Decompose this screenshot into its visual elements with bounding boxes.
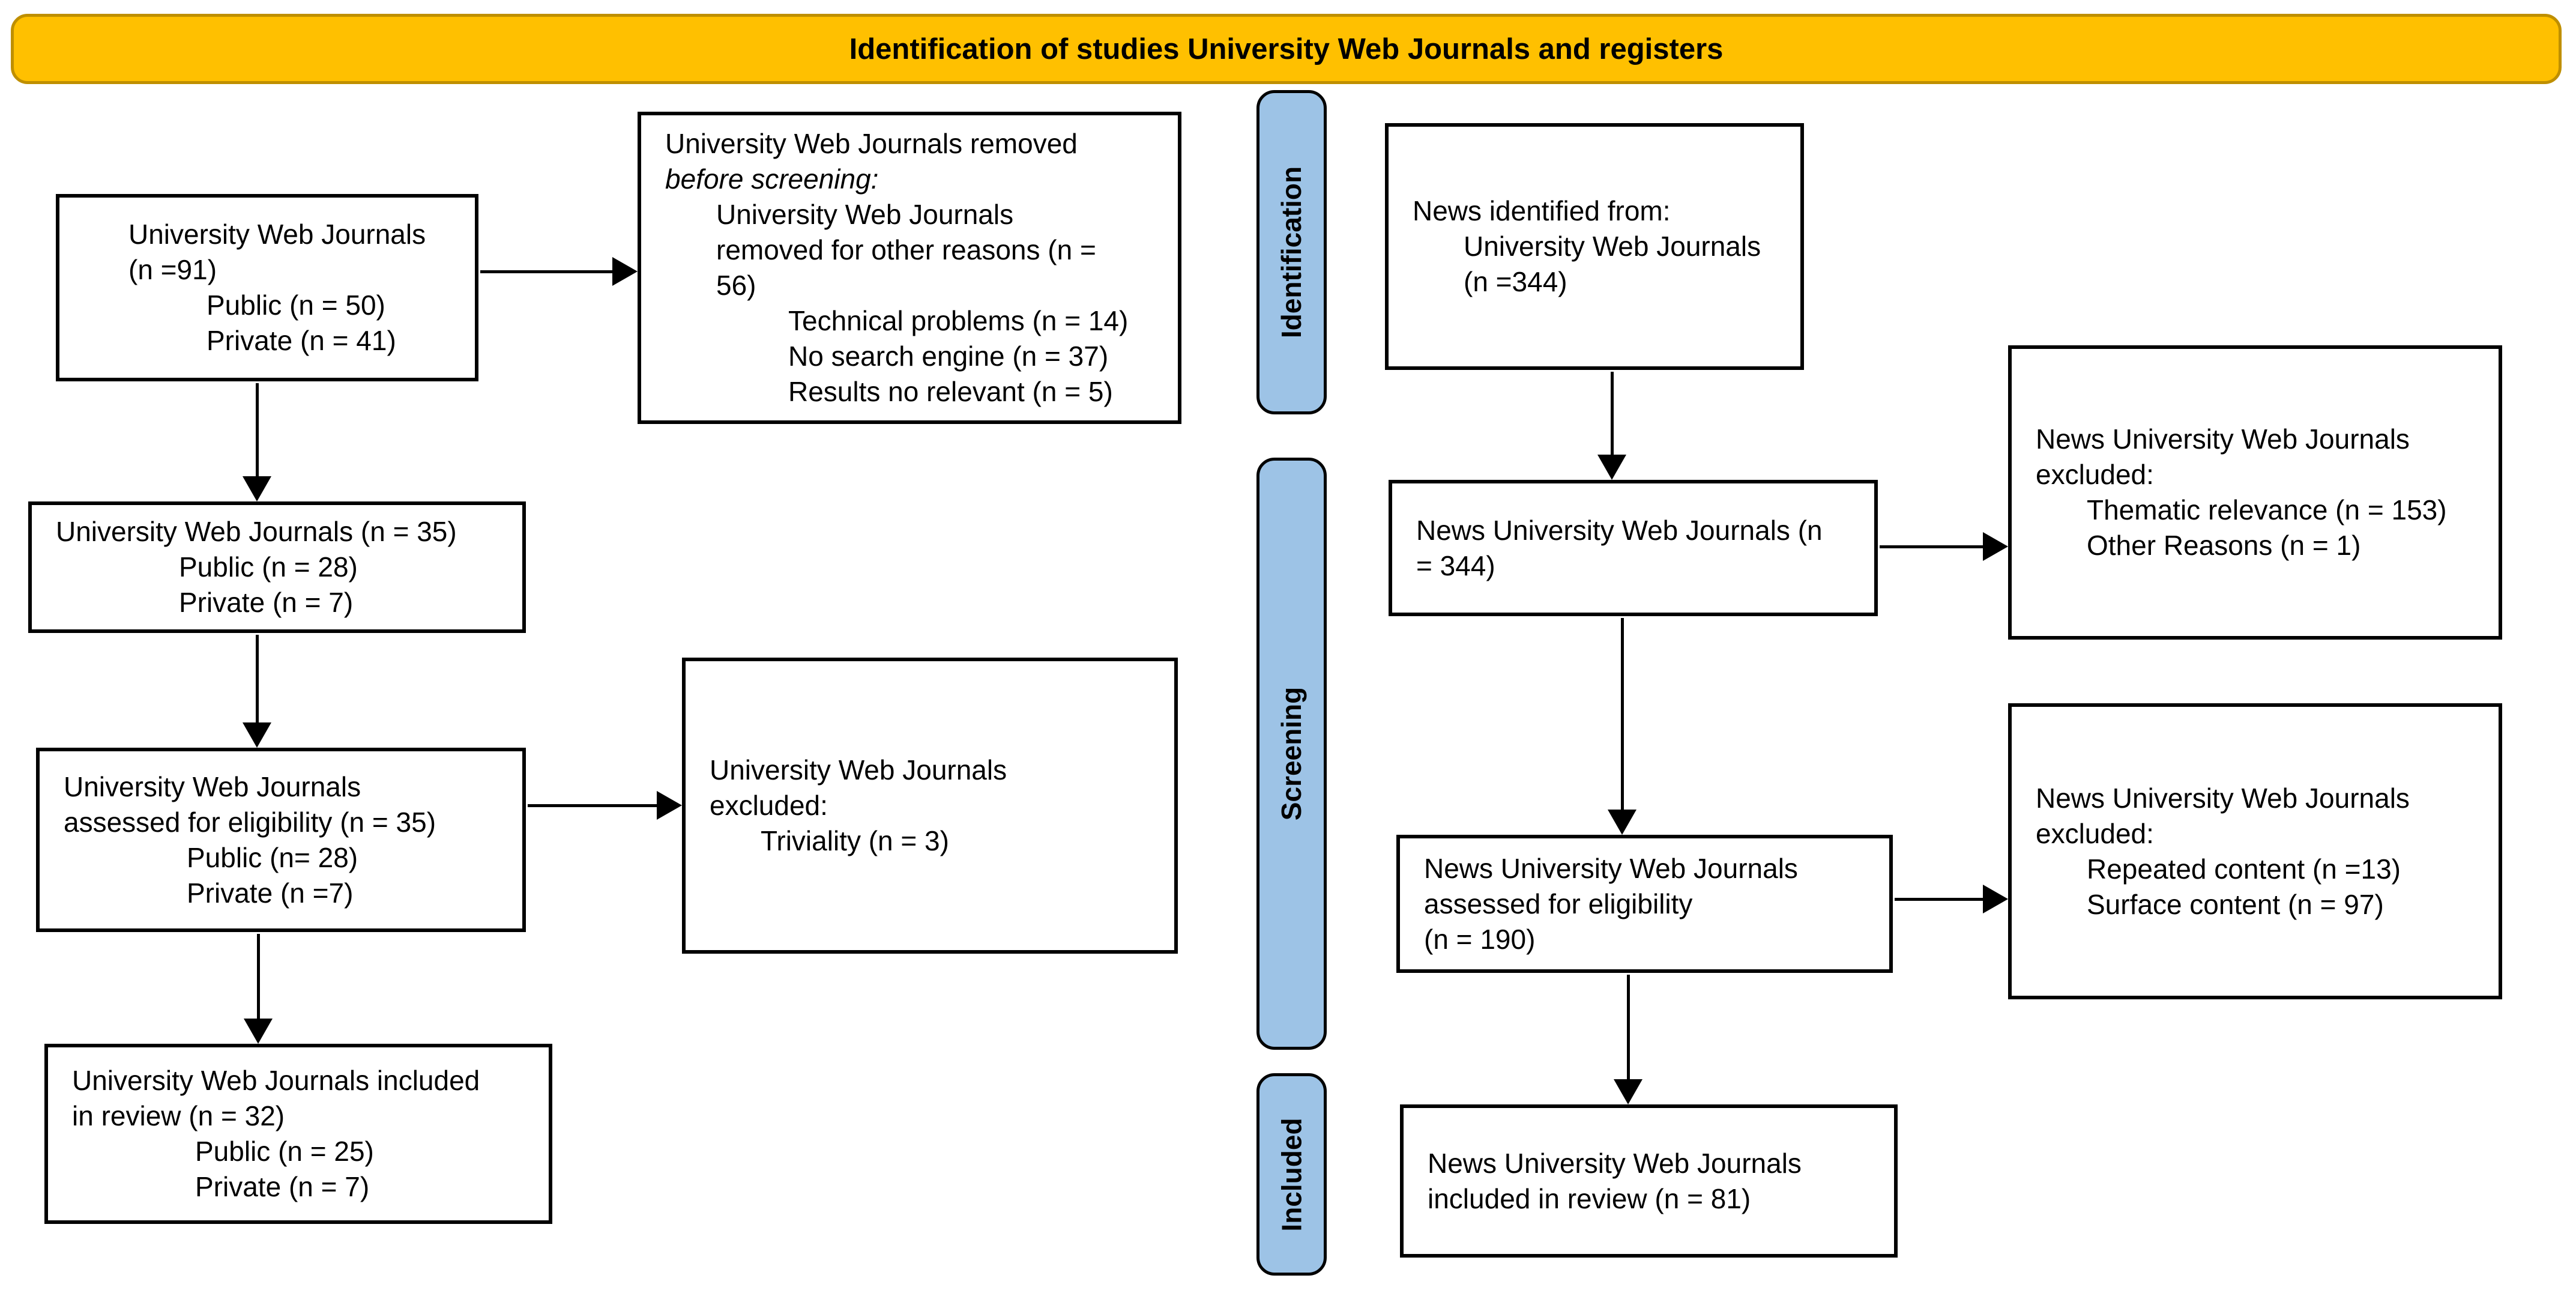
text-line: News University Web Journals (n (1416, 514, 1823, 546)
text-line: before screening: (665, 163, 879, 195)
text-line: Public (n = 25) (195, 1136, 374, 1167)
text-line: (n = 190) (1424, 923, 1536, 955)
text-line: Thematic relevance (n = 153) (2087, 494, 2447, 525)
arrow-assessed-to-included (244, 934, 273, 1044)
text-line: Surface content (n = 97) (2087, 888, 2384, 920)
text-line: University Web Journals (n = 35) (56, 516, 457, 547)
text-line: Private (n =7) (187, 877, 354, 909)
stage-identification-label: Identification (1276, 166, 1308, 339)
box-uwj-removed-before-screening: University Web Journals removed before s… (638, 112, 1181, 424)
box-news-screened: News University Web Journals (n = 344) (1389, 480, 1878, 616)
text-line: Private (n = 7) (195, 1171, 370, 1202)
arrow-news-identified-to-screened (1597, 372, 1626, 480)
stage-screening: Screening (1256, 458, 1327, 1050)
text-line: University Web Journals (128, 219, 426, 250)
box-news-included: News University Web Journals included in… (1400, 1104, 1898, 1258)
text-line: included in review (n = 81) (1428, 1182, 1751, 1214)
box-news-excluded-eligibility: News University Web Journals excluded: R… (2008, 703, 2502, 999)
arrow-news-assessed-to-excluded (1895, 885, 2008, 913)
box-news-assessed: News University Web Journals assessed fo… (1396, 835, 1893, 973)
text-line: Public (n= 28) (187, 841, 358, 873)
box-uwj-assessed: University Web Journals assessed for eli… (36, 748, 526, 932)
arrow-screened-to-assessed (243, 635, 271, 748)
arrow-news-screened-to-assessed (1608, 618, 1636, 835)
text-line: excluded: (2036, 817, 2154, 849)
text-line: News University Web Journals (2036, 423, 2410, 455)
text-line: University Web Journals included (72, 1065, 480, 1096)
text-line: No search engine (n = 37) (788, 341, 1109, 372)
arrow-news-assessed-to-included (1614, 975, 1642, 1104)
text-line: Other Reasons (n = 1) (2087, 530, 2361, 561)
text-line: Public (n = 50) (207, 289, 385, 321)
arrow-records-to-screened (243, 383, 271, 501)
text-line: excluded: (710, 790, 828, 821)
box-news-identified: News identified from: University Web Jou… (1385, 123, 1804, 370)
text-line: University Web Journals (64, 771, 361, 802)
text-line: Triviality (n = 3) (761, 825, 949, 856)
stage-included-label: Included (1276, 1117, 1308, 1232)
arrow-records-to-removed (480, 257, 638, 286)
text-line: in review (n = 32) (72, 1100, 285, 1131)
stage-screening-label: Screening (1276, 686, 1308, 821)
text-line: (n =344) (1464, 266, 1567, 297)
box-uwj-screened: University Web Journals (n = 35) Public … (28, 501, 526, 633)
text-line: assessed for eligibility (1424, 888, 1693, 919)
text-line: Private (n = 7) (179, 587, 354, 618)
text-line: University Web Journals (716, 199, 1014, 230)
text-line: Private (n = 41) (207, 325, 396, 356)
text-line: = 344) (1416, 550, 1495, 581)
text-line: News University Web Journals (2036, 782, 2410, 814)
text-line: excluded: (2036, 459, 2154, 490)
text-line: Technical problems (n = 14) (788, 305, 1129, 336)
text-line: Results no relevant (n = 5) (788, 376, 1113, 407)
text-line: Public (n = 28) (179, 551, 358, 583)
arrow-assessed-to-excluded (528, 791, 682, 820)
text-line: University Web Journals removed (665, 128, 1078, 159)
stage-identification: Identification (1256, 90, 1327, 414)
text-line: assessed for eligibility (n = 35) (64, 806, 436, 838)
text-line: News University Web Journals (1428, 1147, 1802, 1179)
text-line: News identified from: (1413, 195, 1671, 226)
text-line: News University Web Journals (1424, 852, 1798, 884)
text-line: University Web Journals (1464, 231, 1761, 262)
text-line: removed for other reasons (n = (716, 234, 1096, 265)
text-line: (n =91) (128, 254, 217, 285)
text-line: University Web Journals (710, 754, 1007, 786)
title-banner: Identification of studies University Web… (11, 14, 2562, 84)
arrow-news-screened-to-excluded (1880, 532, 2008, 561)
stage-included: Included (1256, 1073, 1327, 1276)
text-line: 56) (716, 270, 756, 301)
text-line: Repeated content (n =13) (2087, 853, 2401, 885)
box-uwj-records: University Web Journals (n =91) Public (… (56, 194, 478, 381)
diagram-title: Identification of studies University Web… (849, 32, 1724, 65)
box-news-excluded-screening: News University Web Journals excluded: T… (2008, 345, 2502, 640)
box-uwj-excluded: University Web Journals excluded: Trivia… (682, 658, 1178, 954)
box-uwj-included: University Web Journals included in revi… (44, 1044, 552, 1224)
